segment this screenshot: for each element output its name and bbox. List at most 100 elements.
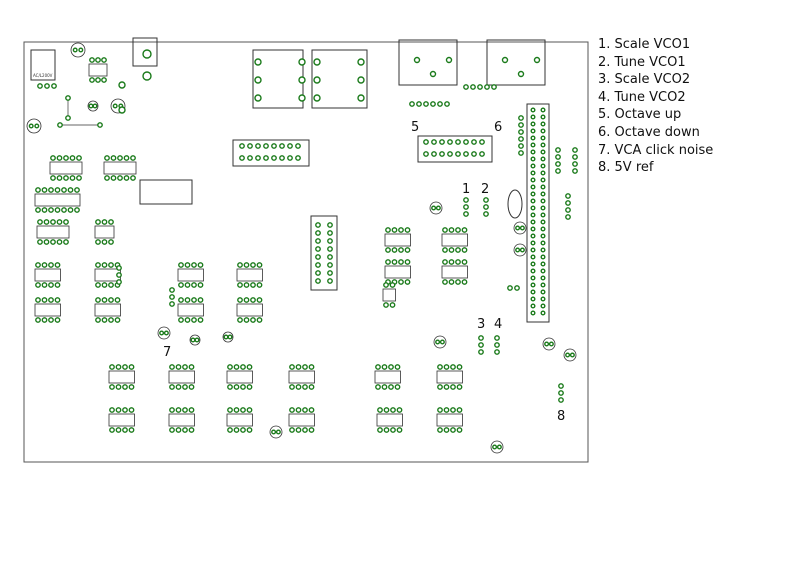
solder-pad [530, 205, 536, 211]
solder-pad [494, 349, 500, 355]
solder-pad [540, 128, 546, 134]
solder-pad [443, 384, 450, 390]
capacitor-footprint [433, 335, 447, 349]
solder-pad [109, 407, 115, 413]
solder-pad [565, 214, 571, 220]
capacitor-footprint [157, 326, 171, 340]
solder-pad [308, 364, 315, 370]
solder-pad [540, 275, 546, 281]
solder-pad [450, 407, 456, 413]
solder-pad [48, 187, 54, 193]
solder-pad [182, 364, 188, 370]
solder-pad [279, 143, 285, 149]
solder-pad [478, 349, 484, 355]
solder-pad [302, 407, 308, 413]
solder-pad [37, 239, 43, 245]
solder-pad [184, 317, 191, 323]
solder-pad [308, 384, 315, 390]
solder-pad [250, 262, 256, 268]
solder-pad [51, 83, 57, 89]
solder-pad [122, 364, 128, 370]
solder-pad [34, 123, 40, 129]
solder-pad [48, 297, 54, 303]
ic-large-left [139, 179, 193, 205]
solder-pad [385, 259, 391, 265]
solder-pad [188, 427, 195, 433]
solder-pad [65, 115, 71, 121]
solder-pad [95, 262, 101, 268]
solder-pad [437, 364, 443, 370]
solder-pad [298, 58, 306, 66]
solder-pad [396, 427, 403, 433]
solder-pad [540, 247, 546, 253]
solder-pad [227, 407, 233, 413]
solder-pad [530, 212, 536, 218]
solder-pad [239, 143, 245, 149]
solder-pad [35, 282, 41, 288]
solder-pad [237, 282, 243, 288]
solder-pad [256, 297, 263, 303]
solder-pad [530, 219, 536, 225]
solder-pad [69, 175, 76, 181]
solder-pad [494, 342, 500, 348]
solder-pad [540, 212, 546, 218]
solder-pad [289, 427, 295, 433]
solder-pad [540, 107, 546, 113]
solder-pad [48, 317, 54, 323]
solder-pad [455, 247, 461, 253]
solder-pad [540, 177, 546, 183]
solder-pad [115, 364, 122, 370]
legend-item: 4. Tune VCO2 [598, 89, 686, 105]
solder-pad [313, 58, 321, 66]
legend-item: 3. Scale VCO2 [598, 72, 691, 88]
solder-pad [540, 233, 546, 239]
solder-pad [357, 76, 365, 84]
solder-pad [191, 282, 197, 288]
solder-pad [456, 364, 463, 370]
solder-pad [388, 364, 394, 370]
capacitor-footprint [70, 42, 86, 58]
solder-pad [114, 317, 121, 323]
solder-pad [188, 364, 195, 370]
solder-pad [237, 297, 243, 303]
solder-pad [233, 364, 240, 370]
solder-pad [540, 163, 546, 169]
solder-pad [190, 337, 196, 343]
solder-pad [240, 364, 246, 370]
solder-pad [443, 407, 450, 413]
solder-pad [237, 262, 243, 268]
solder-pad [431, 151, 437, 157]
solder-pad [104, 175, 110, 181]
solder-pad [175, 427, 182, 433]
solder-pad [243, 317, 250, 323]
solder-pad [483, 211, 489, 217]
solder-pad [381, 384, 388, 390]
solder-pad [530, 310, 536, 316]
solder-pad [128, 364, 135, 370]
solder-pad [530, 114, 536, 120]
solder-pad [530, 163, 536, 169]
solder-pad [437, 427, 443, 433]
solder-pad [456, 427, 463, 433]
solder-pad [540, 149, 546, 155]
solder-pad [555, 147, 561, 153]
marker-2: 2 [481, 182, 490, 197]
solder-pad [116, 272, 122, 278]
solder-pad [398, 227, 404, 233]
ic-footprint [34, 303, 61, 317]
solder-pad [184, 262, 191, 268]
solder-pad [315, 238, 321, 244]
ic-footprint [376, 413, 403, 427]
solder-pad [327, 278, 333, 284]
solder-pad [194, 337, 200, 343]
ic-footprint [177, 268, 204, 282]
solder-pad [41, 317, 48, 323]
solder-pad [518, 150, 524, 156]
solder-pad [377, 407, 383, 413]
solder-pad [130, 175, 136, 181]
solder-pad [302, 384, 308, 390]
ic-footprint [374, 370, 401, 384]
solder-pad [357, 94, 365, 102]
ic-footprint [288, 413, 315, 427]
solder-pad [383, 302, 389, 308]
